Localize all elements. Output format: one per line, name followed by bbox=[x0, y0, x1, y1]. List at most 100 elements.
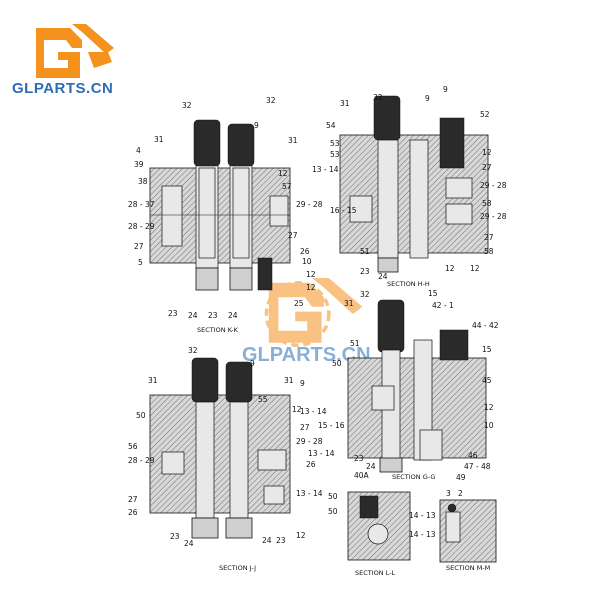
callout-label: 50 bbox=[328, 507, 338, 516]
callout-label: 27 bbox=[300, 423, 310, 432]
callout-label: 24 bbox=[184, 539, 194, 548]
section-mm-title: SECTION M-M bbox=[446, 564, 490, 572]
section-gg-drawing bbox=[347, 299, 487, 473]
callout-label: 52 bbox=[480, 110, 490, 119]
callout-label: 27 bbox=[482, 163, 492, 172]
callout-label: 25 bbox=[294, 299, 304, 308]
callout-label: 24 bbox=[262, 536, 272, 545]
callout-label: 29 - 28 bbox=[480, 181, 507, 190]
callout-label: 23 bbox=[208, 311, 218, 320]
callout-label: 50 bbox=[332, 359, 342, 368]
callout-label: 54 bbox=[326, 121, 336, 130]
callout-label: 2 bbox=[458, 489, 463, 498]
section-ll-drawing bbox=[347, 491, 411, 561]
brand-logo: GLPARTS.CN bbox=[12, 18, 122, 98]
callout-label: 42 - 1 bbox=[432, 301, 454, 310]
logo-mark-icon bbox=[36, 24, 114, 78]
section-kk-drawing bbox=[149, 119, 291, 291]
callout-label: 9 bbox=[300, 379, 305, 388]
callout-label: 15 bbox=[428, 289, 438, 298]
callout-label: 31 bbox=[340, 99, 350, 108]
callout-label: 31 bbox=[284, 376, 294, 385]
callout-label: 24 bbox=[366, 462, 376, 471]
callout-label: 28 - 29 bbox=[128, 222, 155, 231]
watermark: GLPARTS.CN bbox=[242, 268, 382, 378]
callout-label: 9 bbox=[254, 121, 259, 130]
callout-label: 45 bbox=[482, 376, 492, 385]
callout-label: 56 bbox=[128, 442, 138, 451]
callout-label: 27 bbox=[484, 233, 494, 242]
callout-label: 12 bbox=[292, 405, 302, 414]
callout-label: 23 bbox=[360, 267, 370, 276]
callout-label: 31 bbox=[154, 135, 164, 144]
callout-label: 55 bbox=[258, 395, 268, 404]
callout-label: 23 bbox=[170, 532, 180, 541]
callout-label: 12 bbox=[482, 148, 492, 157]
callout-label: 23 bbox=[354, 454, 364, 463]
callout-label: 27 bbox=[128, 495, 138, 504]
callout-label: 32 bbox=[266, 96, 276, 105]
callout-label: 23 bbox=[168, 309, 178, 318]
callout-label: 28 - 29 bbox=[128, 456, 155, 465]
callout-label: 58 bbox=[484, 247, 494, 256]
callout-label: 23 bbox=[276, 536, 286, 545]
callout-label: 4 bbox=[136, 146, 141, 155]
callout-label: 12 bbox=[296, 531, 306, 540]
callout-label: 29 - 28 bbox=[296, 200, 323, 209]
section-jj-drawing bbox=[149, 357, 291, 539]
callout-label: 24 bbox=[228, 311, 238, 320]
section-jj-title: SECTION J-J bbox=[219, 564, 256, 572]
callout-label: 26 bbox=[128, 508, 138, 517]
callout-label: 24 bbox=[378, 272, 388, 281]
callout-label: 46 bbox=[468, 451, 478, 460]
callout-label: 53 bbox=[330, 139, 340, 148]
callout-label: 31 bbox=[148, 376, 158, 385]
callout-label: 27 bbox=[134, 242, 144, 251]
callout-label: 32 bbox=[373, 93, 383, 102]
brand-name: GLPARTS.CN bbox=[12, 80, 114, 97]
callout-label: 26 bbox=[306, 460, 316, 469]
callout-label: 10 bbox=[484, 421, 494, 430]
callout-label: 9 bbox=[443, 85, 448, 94]
callout-label: 53 bbox=[330, 150, 340, 159]
callout-label: 27 bbox=[288, 231, 298, 240]
callout-label: 51 bbox=[350, 339, 360, 348]
callout-label: 12 bbox=[470, 264, 480, 273]
callout-label: 32 bbox=[360, 290, 370, 299]
section-ll-title: SECTION L-L bbox=[355, 569, 396, 577]
callout-label: 12 bbox=[445, 264, 455, 273]
callout-label: 15 - 16 bbox=[318, 421, 345, 430]
section-gg-title: SECTION G-G bbox=[392, 473, 435, 481]
callout-label: 13 - 14 bbox=[300, 407, 327, 416]
callout-label: 12 bbox=[306, 270, 316, 279]
callout-label: 13 - 14 bbox=[312, 165, 339, 174]
callout-label: 29 - 28 bbox=[296, 437, 323, 446]
callout-label: 31 bbox=[344, 299, 354, 308]
callout-label: 39 bbox=[134, 160, 144, 169]
watermark-logo-icon bbox=[264, 278, 363, 347]
section-mm-drawing bbox=[439, 499, 497, 563]
callout-label: 12 bbox=[278, 169, 288, 178]
callout-label: 38 bbox=[138, 177, 148, 186]
callout-label: 29 - 28 bbox=[480, 212, 507, 221]
callout-label: 32 bbox=[182, 101, 192, 110]
section-kk-title: SECTION K-K bbox=[197, 326, 239, 334]
callout-label: 47 - 48 bbox=[464, 462, 491, 471]
callout-label: 14 - 13 bbox=[409, 511, 436, 520]
section-hh-drawing bbox=[339, 95, 489, 273]
callout-label: 12 bbox=[306, 283, 316, 292]
callout-label: 51 bbox=[360, 247, 370, 256]
callout-label: 40A bbox=[354, 471, 370, 480]
callout-label: 3 bbox=[446, 489, 451, 498]
callout-label: 32 bbox=[188, 346, 198, 355]
callout-label: 9 bbox=[250, 359, 255, 368]
callout-label: 49 bbox=[456, 473, 466, 482]
callout-label: 44 - 42 bbox=[472, 321, 499, 330]
callout-label: 5 bbox=[138, 258, 143, 267]
